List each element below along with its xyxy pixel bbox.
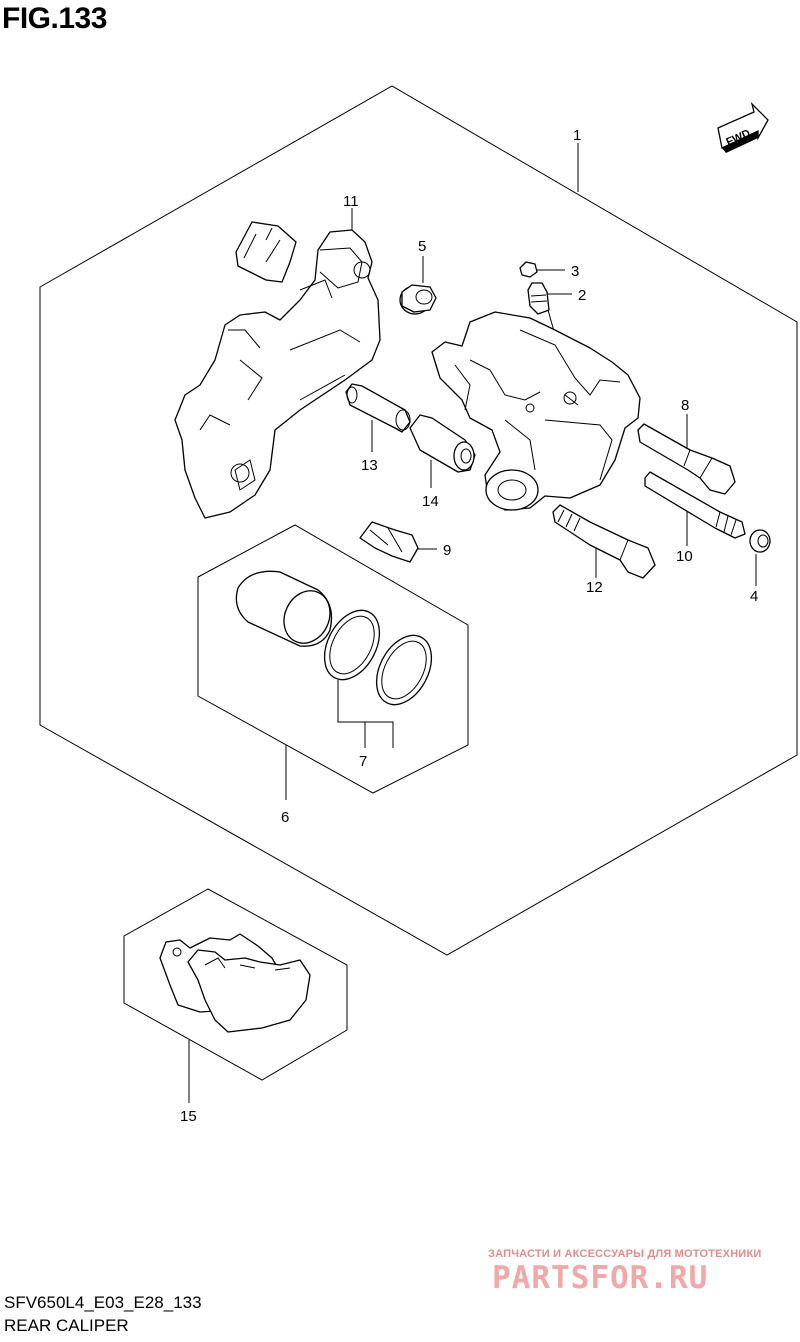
callout-3: 3 xyxy=(571,263,579,280)
bolt-lower-part xyxy=(552,504,656,579)
callout-4: 4 xyxy=(750,588,758,605)
callout-7: 7 xyxy=(359,753,367,770)
bolt-upper-part xyxy=(637,423,736,495)
callout-11: 11 xyxy=(343,193,359,210)
piston-part xyxy=(235,570,333,647)
figure-caption: REAR CALIPER xyxy=(4,1316,129,1335)
watermark-subtitle: ЗАПЧАСТИ И АКСЕССУАРЫ ДЛЯ МОТОТЕХНИКИ xyxy=(488,1248,762,1260)
callout-2: 2 xyxy=(578,287,586,304)
callout-12: 12 xyxy=(586,579,603,596)
callout-5: 5 xyxy=(418,238,426,255)
boot-part xyxy=(399,284,437,315)
pad-pin-part xyxy=(644,471,746,539)
bleeder-valve-part xyxy=(527,282,550,315)
callout-15: 15 xyxy=(180,1108,197,1125)
callout-10: 10 xyxy=(676,548,693,565)
figure-title: FIG.133 xyxy=(2,2,107,35)
watermark-brand: PARTSFOR.RU xyxy=(492,1260,709,1296)
callout-labels: 1 2 3 4 5 6 7 8 9 10 11 12 13 14 15 xyxy=(180,127,758,1125)
caliper-body-part xyxy=(431,311,641,511)
piston-set-boundary xyxy=(197,524,469,794)
brake-pads-part xyxy=(159,933,311,1033)
callout-6: 6 xyxy=(281,809,289,826)
figure-code: SFV650L4_E03_E28_133 xyxy=(4,1293,202,1312)
slide-boot-part xyxy=(409,414,476,473)
callout-8: 8 xyxy=(681,397,689,414)
bleeder-cap-part xyxy=(519,261,538,278)
callout-14: 14 xyxy=(422,493,439,510)
pin-plug-part xyxy=(749,529,771,553)
callout-13: 13 xyxy=(361,457,378,474)
callout-1: 1 xyxy=(573,127,581,144)
assembly-boundary xyxy=(39,85,798,956)
slide-pin-part xyxy=(345,383,411,433)
piston-seals-part xyxy=(323,609,433,706)
fwd-arrow-icon: FWD xyxy=(717,101,769,153)
pad-spring-part xyxy=(359,521,419,563)
pad-set-boundary xyxy=(123,888,348,1081)
callout-9: 9 xyxy=(443,542,451,559)
caliper-holder-part xyxy=(174,221,381,519)
